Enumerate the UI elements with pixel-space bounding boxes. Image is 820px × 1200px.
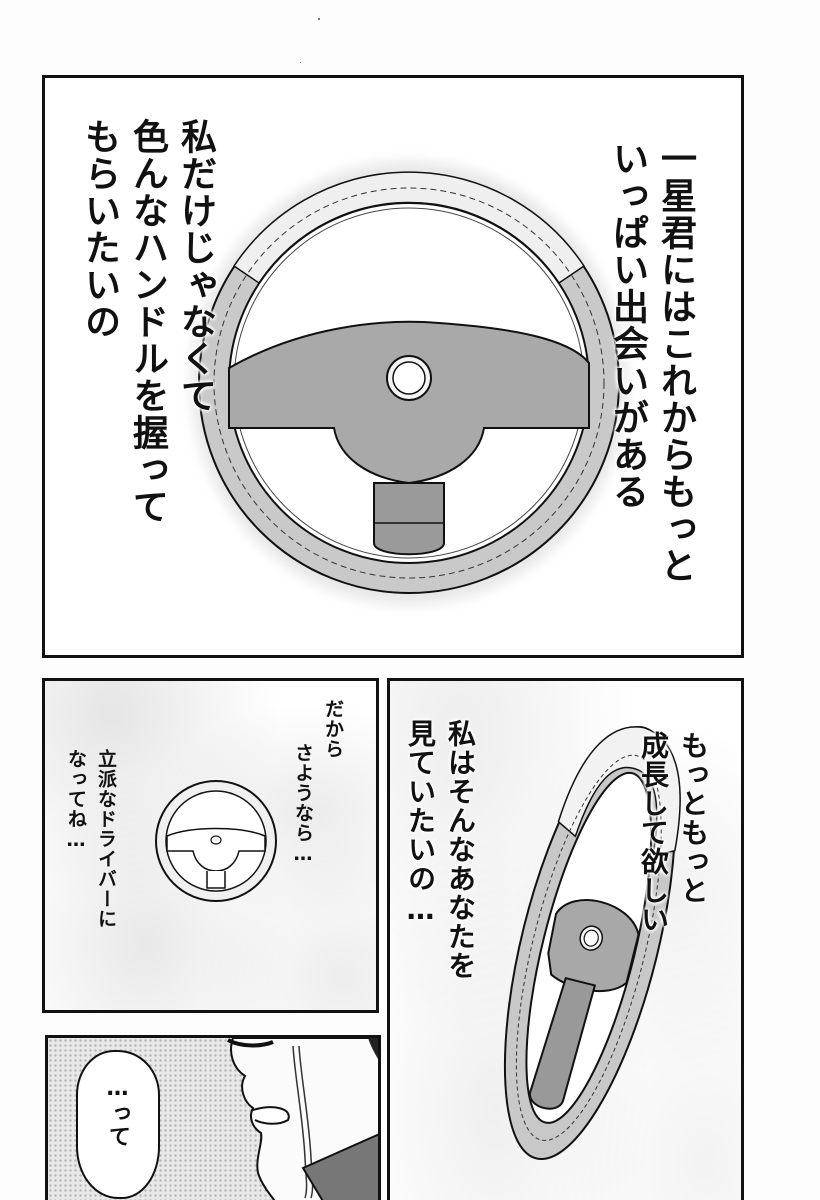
- panel-1-steering-wheel: 一星君にはこれからもっと いっぱい出会いがある 私だけじゃなくて 色んなハンドル…: [42, 75, 744, 658]
- panel-2-small-wheel: だから さようなら… 立派なドライバーに なってね…: [42, 678, 379, 1013]
- speech-text: …って: [105, 1076, 130, 1148]
- narration-left: 立派なドライバーに なってね…: [61, 749, 121, 929]
- narration-line: もらいたいの: [79, 118, 120, 340]
- narration-line: 成長して欲しい: [637, 731, 670, 934]
- panel-3-angled-wheel: もっともっと 成長して欲しい 私はそんなあなたを 見ていたいの…: [387, 678, 744, 1200]
- narration-line: 一星君にはこれからもっと: [655, 140, 696, 584]
- narration-right: 一星君にはこれからもっと いっぱい出会いがある: [603, 140, 699, 600]
- ink-speck: [318, 18, 320, 20]
- steering-wheel-small-illustration: [155, 780, 277, 902]
- narration-left: 私はそんなあなたを 見ていたいの…: [400, 719, 480, 980]
- narration-line: 私だけじゃなくて: [175, 118, 216, 414]
- speech-bubble: …って: [76, 1050, 160, 1199]
- narration-line: 私はそんなあなたを: [444, 719, 477, 980]
- steering-wheel-angled-illustration: [503, 725, 681, 1161]
- narration-line: もっともっと: [677, 731, 710, 905]
- narration-line: いっぱい出会いがある: [607, 140, 648, 510]
- narration-line: 見ていたいの…: [404, 719, 437, 927]
- narration-line: だから: [322, 699, 344, 759]
- ink-speck: [300, 62, 301, 63]
- steering-wheel-front-illustration: [191, 161, 627, 605]
- narration-left: 私だけじゃなくて 色んなハンドルを握って もらいたいの: [75, 118, 219, 578]
- narration-line: さようなら…: [292, 743, 314, 866]
- narration-line: 立派なドライバーに: [95, 749, 117, 929]
- narration-right: もっともっと 成長して欲しい: [633, 731, 713, 934]
- narration-line: 色んなハンドルを握って: [127, 118, 168, 525]
- panel-4-crying-man: …って: [45, 1035, 381, 1200]
- narration-line: なってね…: [65, 749, 87, 852]
- narration-right: だから さようなら…: [288, 699, 348, 866]
- crying-man-profile-illustration: [227, 1038, 378, 1200]
